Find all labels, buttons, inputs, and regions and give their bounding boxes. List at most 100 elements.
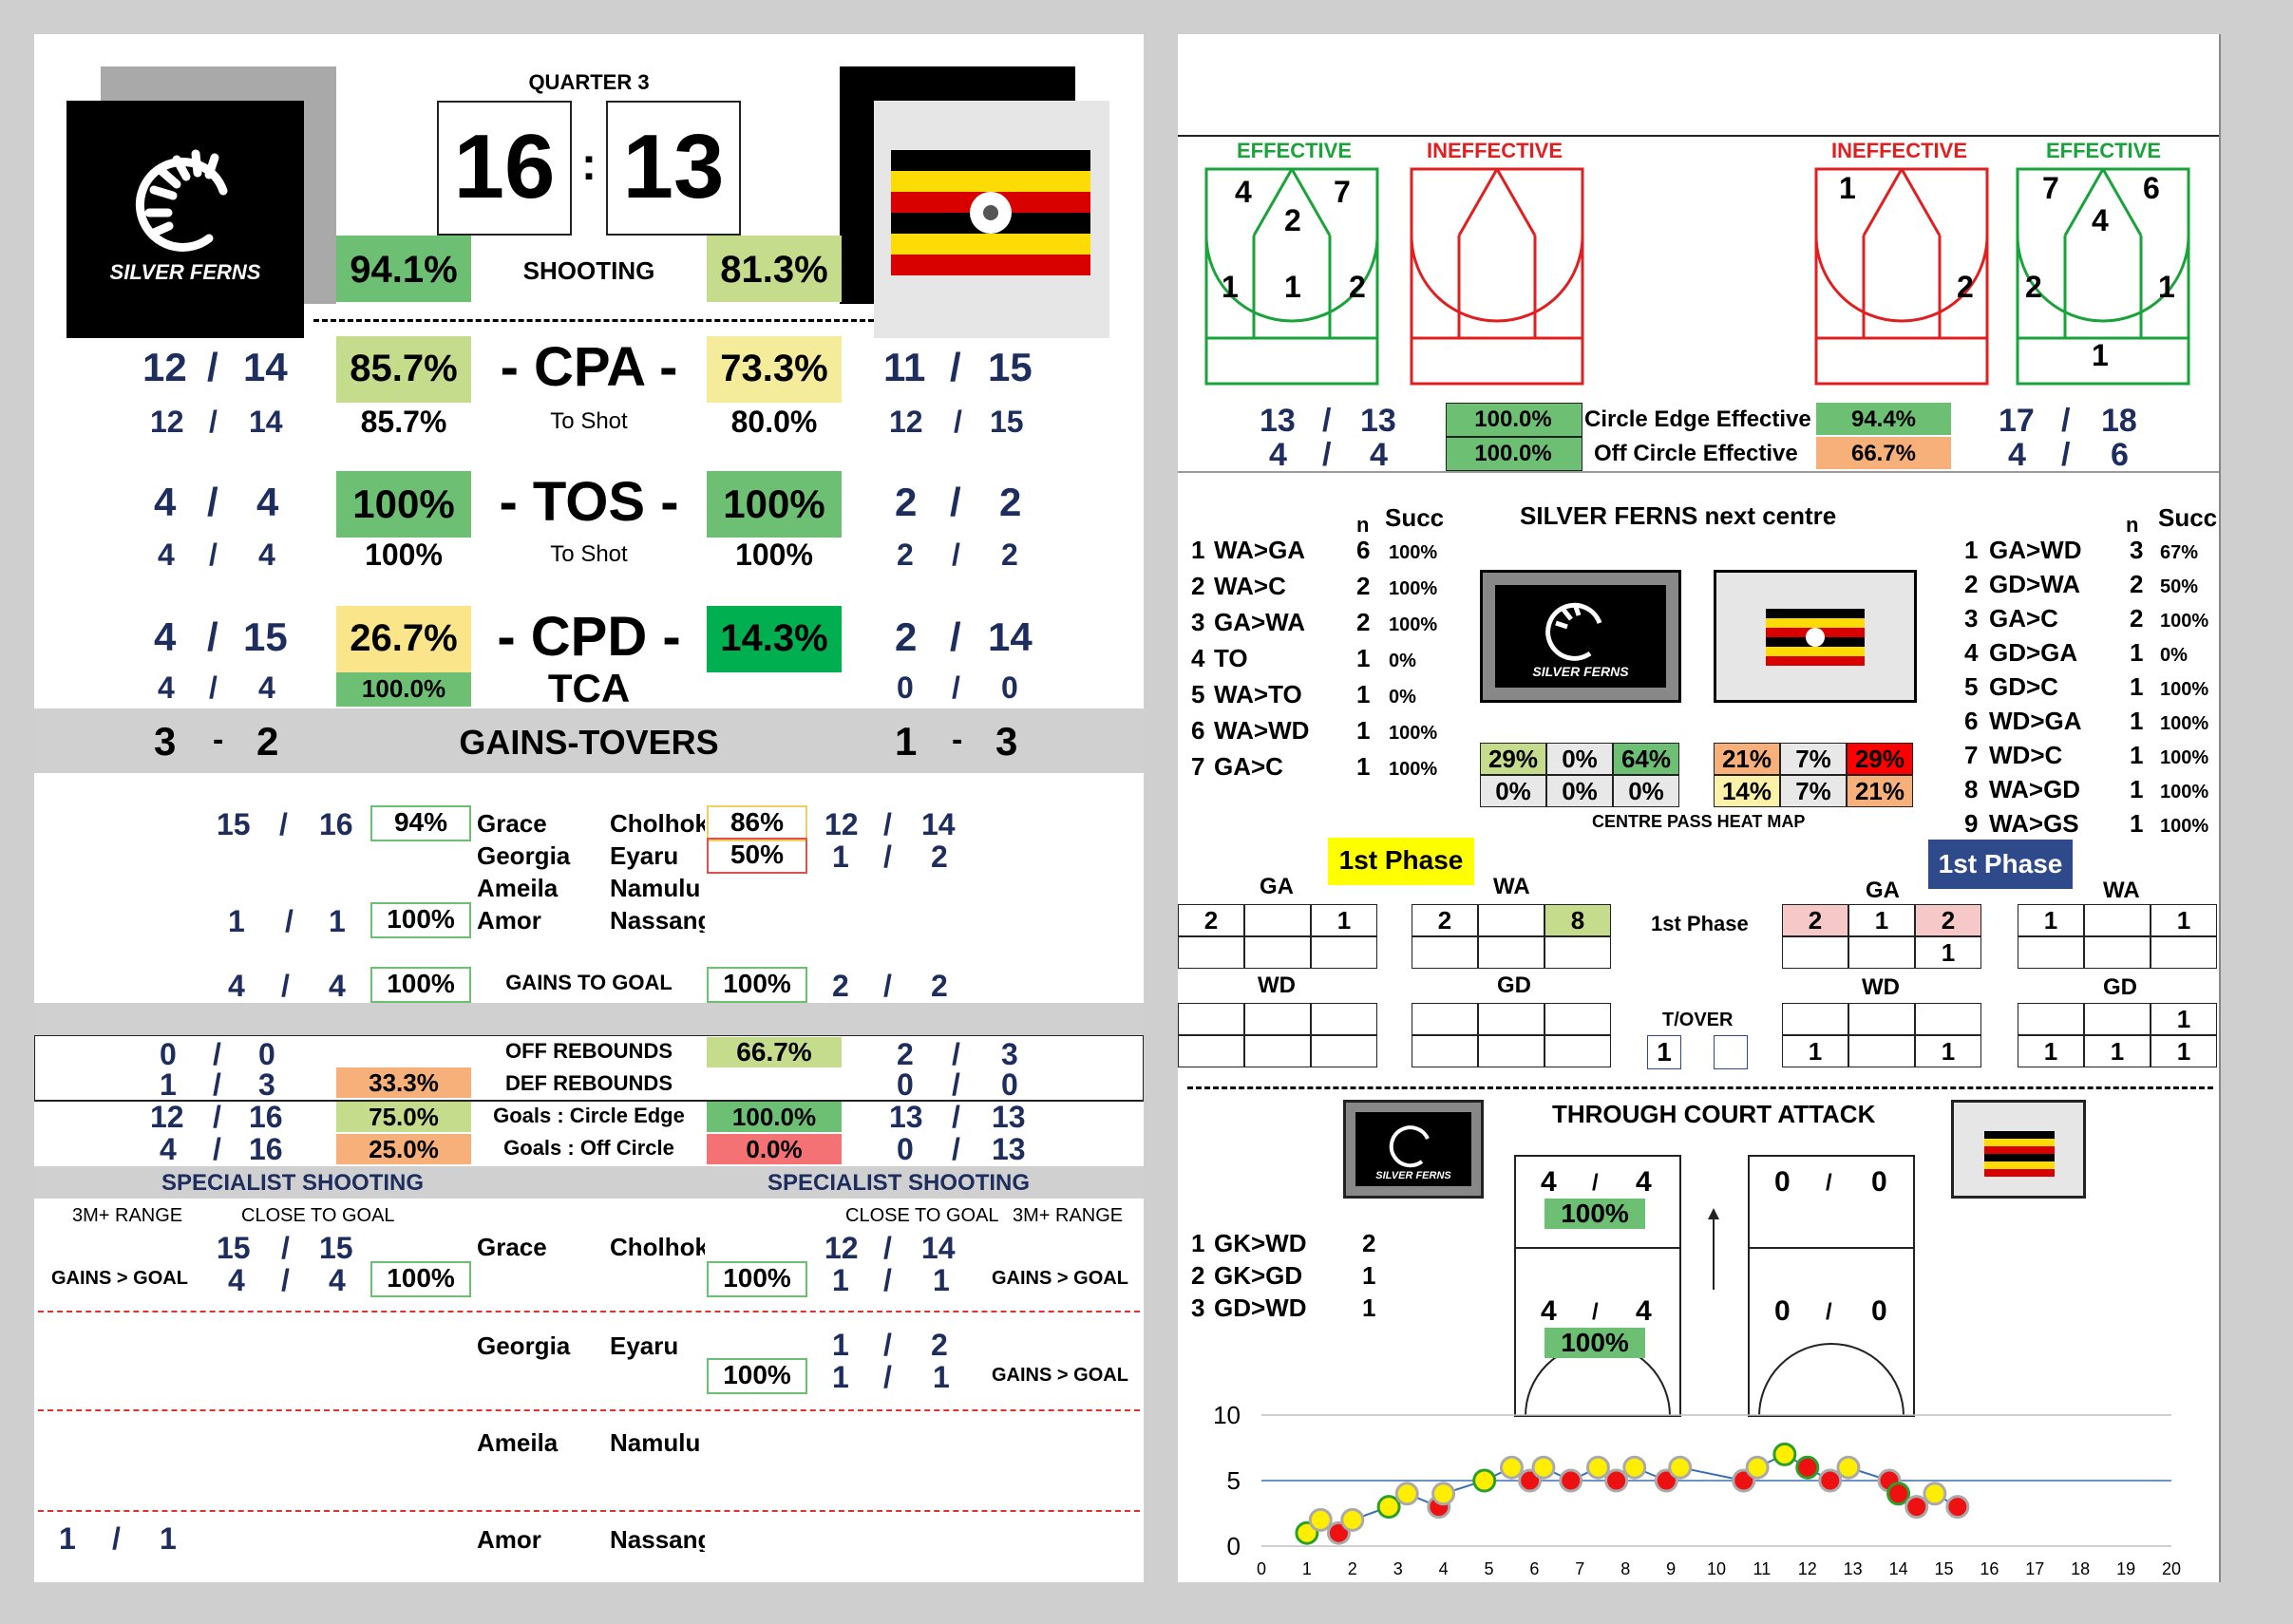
centre-home-succ: 100% [1389, 723, 1438, 744]
spec-gg-label-home-1: GAINS > GOAL [51, 1268, 188, 1289]
amor-b: 1 [329, 904, 346, 938]
centre-away-idx: 6 [1964, 707, 1979, 735]
centre-away-idx: 9 [1964, 809, 1979, 838]
chart-point [1945, 1495, 1970, 1520]
h-gd-cell [1478, 1003, 1544, 1035]
tca-a-top-slash: / [1826, 1170, 1832, 1196]
oc-home-a: 4 [160, 1132, 177, 1166]
cpa-away-slash2: / [954, 405, 962, 439]
chart-point [1905, 1495, 1929, 1520]
grace-pct-box [370, 805, 471, 841]
eyaru-pct: 50% [730, 840, 785, 869]
centre-home-n: 2 [1356, 608, 1371, 636]
cpd-home-pct2-cell [336, 672, 471, 707]
h-gd-head: GD [1497, 973, 1531, 998]
heat-home-cell: 0% [1546, 775, 1613, 807]
spec-cholhok-gg-a: 1 [832, 1263, 849, 1297]
centre-home-n: 2 [1356, 572, 1371, 600]
off-reb-away-b: 3 [1001, 1037, 1018, 1071]
home-succ-header: Succ [1385, 503, 1445, 532]
spec-cholhok-close-b: 14 [921, 1231, 956, 1265]
heat-away-cell: 14% [1714, 775, 1780, 807]
ce-label: Goals : Circle Edge [493, 1104, 685, 1127]
spec-grace-gg-slash: / [281, 1263, 290, 1297]
centre-away-pass: WD>C [1989, 741, 2063, 769]
tos-home-b2: 4 [258, 538, 275, 572]
spec-cholhok-gg-box [707, 1261, 807, 1297]
away-phase-label: 1st Phase [1938, 849, 2063, 878]
a-oc-slash: / [2061, 437, 2071, 473]
centre-home-n: 1 [1356, 716, 1371, 745]
centre-away-n: 2 [2130, 570, 2144, 598]
tca-title: THROUGH COURT ATTACK [1552, 1100, 1876, 1128]
amor-pct: 100% [387, 904, 455, 934]
centre-home-idx: 6 [1191, 716, 1205, 745]
a-oc-b: 6 [2111, 437, 2129, 473]
range-label-home: 3M+ RANGE [72, 1205, 183, 1226]
chart-x-tick-label: 4 [1439, 1559, 1449, 1578]
ce-away-pct: 100.0% [731, 1103, 817, 1131]
a-wd-head: WD [1862, 974, 1900, 1000]
tover-home-box [1647, 1035, 1681, 1069]
chart-x-tick-label: 7 [1575, 1559, 1584, 1578]
close-label-home: CLOSE TO GOAL [241, 1205, 395, 1226]
spec-divider-2 [38, 1409, 1140, 1411]
spec-grace-gg-b: 4 [329, 1263, 346, 1297]
a-ce-cell [1816, 403, 1951, 435]
h-wd-cell [1244, 1003, 1311, 1035]
he-tl: 4 [1235, 175, 1252, 209]
chart-point [1923, 1482, 1947, 1506]
centre-away-pass: WA>GS [1989, 809, 2079, 838]
cpa-away-b: 15 [988, 345, 1033, 389]
off-reb-home-a: 0 [160, 1037, 177, 1071]
gtg-home-b: 4 [329, 969, 346, 1003]
cpd-away-pct: 14.3% [720, 617, 828, 659]
shooting-label: SHOOTING [522, 256, 655, 285]
centre-home-pass: WA>C [1214, 572, 1286, 600]
spec-grace-close-slash: / [281, 1231, 290, 1265]
home-n-header: n [1356, 513, 1370, 537]
a-ga2-cell: 1 [1915, 936, 1981, 969]
centre-home-n: 1 [1356, 680, 1371, 708]
he-ml: 1 [1222, 270, 1239, 304]
gtg-home-a: 4 [228, 969, 245, 1003]
cpd-home-pct-cell [336, 606, 471, 672]
centre-away-n: 3 [2130, 536, 2144, 564]
tca-h-top-pct: 100% [1561, 1199, 1629, 1228]
fern-icon-tiny [1389, 1125, 1430, 1168]
chart-y-tick-label: 10 [1213, 1401, 1241, 1429]
home-shooting: 94.1% [350, 249, 458, 291]
chart-x-tick-label: 14 [1889, 1559, 1908, 1578]
centre-home-succ: 0% [1389, 651, 1416, 671]
away-phase-badge[interactable] [1928, 840, 2073, 889]
tos-home-pct-cell [336, 471, 471, 538]
chart-point [1795, 1455, 1820, 1480]
tos-home-slash: / [207, 480, 218, 524]
tos-away-a2: 2 [897, 538, 914, 572]
centre-home-succ: 100% [1389, 542, 1438, 563]
centre-away-pass: GA>C [1989, 604, 2058, 633]
a-ce-a: 17 [1999, 403, 2035, 439]
chart-point [1818, 1468, 1843, 1493]
oc-home-pct: 25.0% [369, 1135, 439, 1163]
h-ce-b: 13 [1360, 403, 1396, 439]
oc-home-cell [336, 1134, 471, 1164]
centre-away-pass: GA>WD [1989, 536, 2082, 564]
centre-away-n: 1 [2130, 672, 2144, 701]
away-succ-header: Succ [2158, 503, 2218, 532]
heat-home-cell: 29% [1480, 743, 1546, 775]
centre-home-idx: 5 [1191, 680, 1205, 708]
a-ga-cell: 1 [1848, 904, 1915, 936]
he-tr: 7 [1334, 175, 1351, 209]
h-gd2-cell [1412, 1035, 1478, 1067]
shooters-bar [34, 1003, 1144, 1035]
away-logo [874, 101, 1109, 338]
spec-cholhok-close-slash: / [883, 1231, 892, 1265]
h-wa-cell [1478, 904, 1544, 936]
away-ineffective-label: INEFFECTIVE [1831, 139, 1968, 162]
ae-tc: 4 [2092, 203, 2109, 237]
centre-away-pass: WA>GD [1989, 775, 2081, 803]
chart-point [1886, 1482, 1911, 1506]
h-ga-cell: 1 [1311, 904, 1377, 936]
centre-away-idx: 5 [1964, 672, 1979, 701]
